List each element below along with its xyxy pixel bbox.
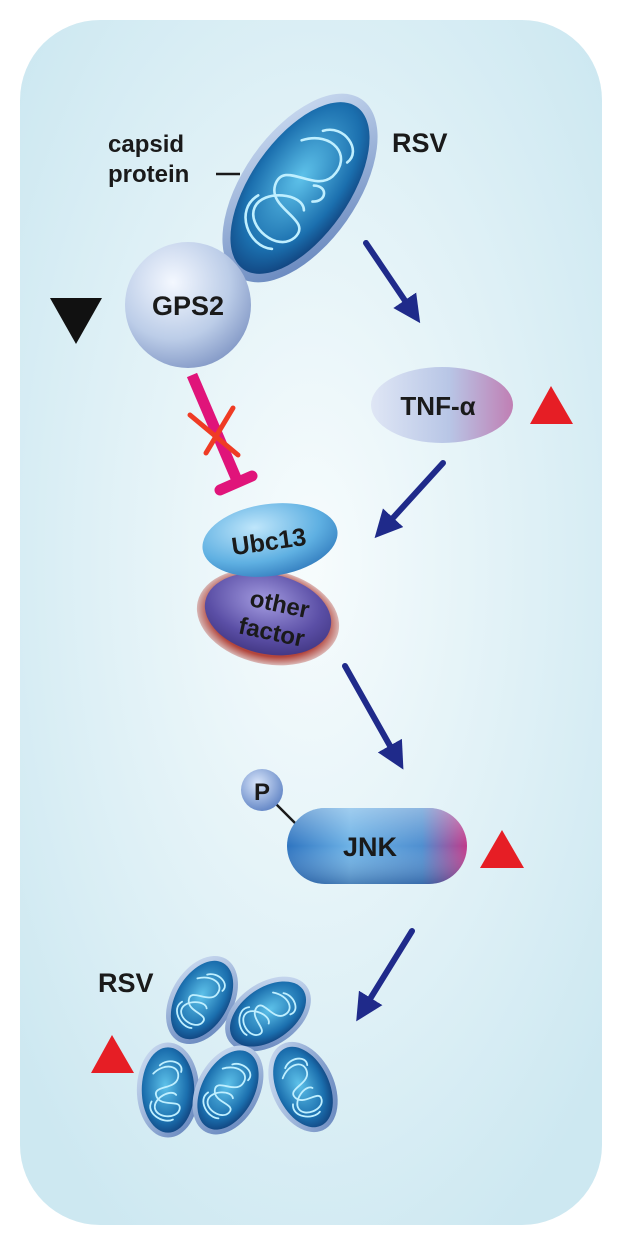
triangle-up-icon [530,386,573,424]
phospho-label: P [254,779,270,806]
inhibition-bar [214,470,258,496]
triangle-up-icon [91,1035,134,1073]
capsid-protein-label-line1: capsid [108,131,184,158]
rsv-top-label: RSV [392,128,448,158]
phosphate-group [241,769,283,811]
virus-particle-icon [135,1041,201,1139]
arrow-tnf-to-ubc13 [374,460,446,539]
capsid-protein-label-line2: protein [108,161,189,188]
gps2-protein [125,242,251,368]
triangle-down-icon [50,298,102,344]
rsv-progeny-label: RSV [98,968,154,998]
triangle-up-icon [480,830,524,868]
inhibition-line [186,372,242,481]
arrow-rsv-to-tnf [363,240,421,324]
block-x-stroke-2 [203,405,236,456]
other-factor-protein [204,572,332,656]
ubc13-protein [202,503,338,577]
gps2-label: GPS2 [152,291,224,321]
jnk-label: JNK [343,832,398,862]
arrow-ubc13-to-jnk [342,663,404,770]
tnf-alpha-protein [371,367,513,443]
phospho-link-line [275,803,297,825]
rsv-virus-icon [222,93,378,283]
jnk-shading [287,808,467,884]
tnf-alpha-label: TNF-α [400,391,475,421]
arrow-jnk-to-rsv [356,928,415,1022]
